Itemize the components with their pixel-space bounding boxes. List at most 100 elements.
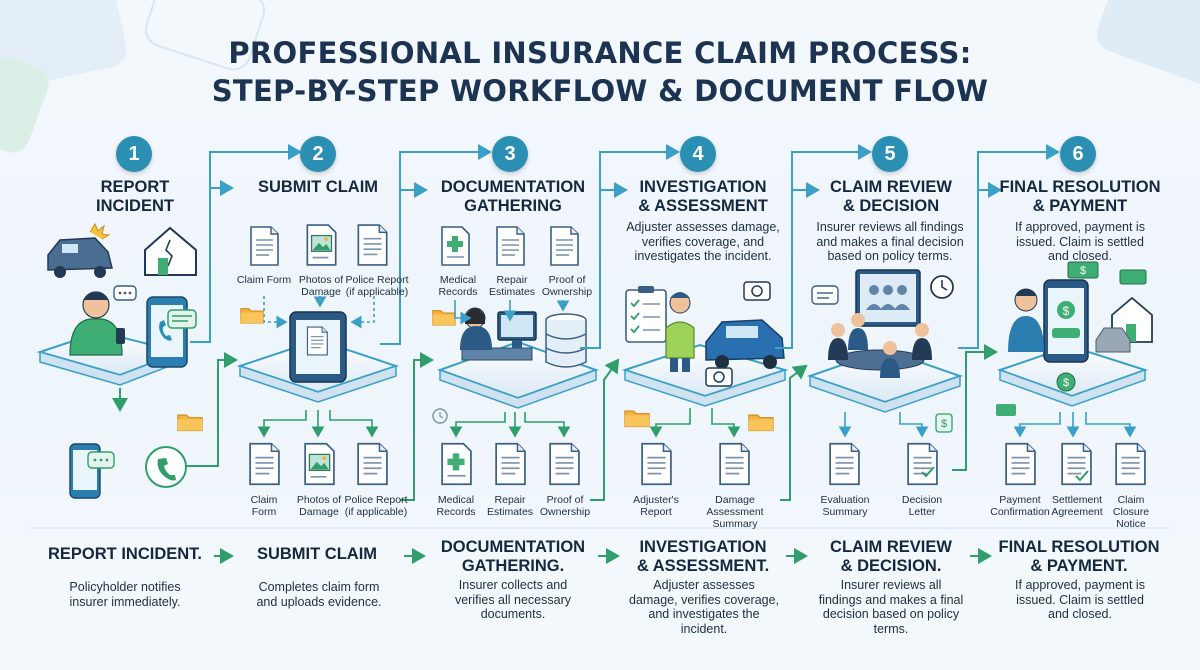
step-2-number: 2 xyxy=(300,136,336,172)
database-icon xyxy=(545,313,587,368)
step-2-heading: SUBMIT CLAIM xyxy=(257,178,379,196)
step-3-lower-doc-label-ownership: Proof of Ownership xyxy=(539,494,591,518)
step4-lower-docs xyxy=(641,442,750,486)
step4-output-lines xyxy=(649,408,741,438)
payee-person-icon xyxy=(1008,288,1044,352)
step-6-lower-doc-label-settlement: Settlement Agreement xyxy=(1051,494,1103,518)
step2-lower-docs xyxy=(249,442,388,486)
step-3-bottom-description: Insurer collects and verifies all necess… xyxy=(454,578,571,621)
meeting-table-people-icon xyxy=(828,313,932,378)
svg-text:$: $ xyxy=(941,418,947,430)
step-2-upper-doc-label-police-report: Police Report (if applicable) xyxy=(345,274,409,298)
step5-lower-docs xyxy=(829,442,938,486)
folder-icon xyxy=(748,414,774,432)
step2-doc-flow-lines xyxy=(263,296,375,329)
cash-bill-icon: $ xyxy=(1067,261,1147,285)
meeting-screen-icon xyxy=(855,269,921,327)
step-5-bottom-description: Insurer reviews all findings and makes a… xyxy=(818,578,964,636)
policyholder-person-icon xyxy=(69,291,125,356)
chat-bubble-icon-2 xyxy=(811,285,839,305)
step-2-bottom-heading: SUBMIT CLAIM xyxy=(256,545,378,563)
step-4-bottom-heading: INVESTIGATION & ASSESSMENT. xyxy=(636,538,770,575)
step-3-heading: DOCUMENTATION GATHERING xyxy=(440,178,586,215)
step-3-lower-doc-label-medical: Medical Records xyxy=(436,494,476,518)
top-flow-connectors xyxy=(190,144,1060,349)
cash-bill-icon-2 xyxy=(996,404,1016,416)
step-5-heading: CLAIM REVIEW & DECISION xyxy=(830,178,952,215)
coin-dollar-icon: $ xyxy=(1056,372,1076,392)
step3-doc-flow-lines xyxy=(454,300,570,325)
step5-output-lines xyxy=(838,412,929,438)
car-icon xyxy=(705,319,785,369)
step3-output-lines xyxy=(449,412,571,438)
step-1-heading: REPORT INCIDENT xyxy=(96,178,174,215)
step-2-lower-doc-label-claim-form: Claim Form xyxy=(250,494,278,518)
phone-handset-icon xyxy=(145,446,187,488)
parked-car-icon xyxy=(1095,327,1131,353)
step-6-lower-doc-label-payment: Payment Confirmation xyxy=(990,494,1050,518)
step-2-lower-doc-label-police-report: Police Report (if applicable) xyxy=(344,494,408,518)
clock-icon-small xyxy=(432,408,448,424)
step-5-lower-doc-label-decision: Decision Letter xyxy=(901,494,943,518)
folder-icon xyxy=(432,310,456,326)
step-1-bottom-description: Policyholder notifies insurer immediatel… xyxy=(69,580,181,609)
step-2-upper-doc-label-claim-form: Claim Form xyxy=(236,274,292,286)
adjuster-person-icon xyxy=(665,292,695,372)
step-4-subtext: Adjuster assesses damage, verifies cover… xyxy=(626,220,780,263)
step3-lower-docs xyxy=(441,442,580,486)
camera-icon xyxy=(743,281,771,301)
chat-bubble-icon xyxy=(113,285,137,301)
checklist-clipboard-icon xyxy=(625,286,667,343)
smartphone-call-icon xyxy=(146,296,197,368)
title-line-2: STEP-BY-STEP WORKFLOW & DOCUMENT FLOW xyxy=(211,74,989,108)
folder-icon xyxy=(240,308,264,324)
step-3-upper-doc-label-ownership: Proof of Ownership xyxy=(541,274,593,298)
phone-chat-icon xyxy=(69,443,115,499)
step-3-bottom-heading: DOCUMENTATION GATHERING. xyxy=(440,538,586,575)
svg-text:$: $ xyxy=(1080,265,1086,277)
step-3-upper-doc-label-medical: Medical Records xyxy=(438,274,478,298)
svg-text:$: $ xyxy=(1063,377,1069,389)
step-2-upper-doc-label-photos: Photos of Damage xyxy=(298,274,344,298)
payment-phone-icon: $ xyxy=(1043,279,1089,363)
page-title: PROFESSIONAL INSURANCE CLAIM PROCESS: ST… xyxy=(0,34,1200,110)
step3-upper-docs xyxy=(441,226,579,266)
step-5-lower-doc-label-evaluation: Evaluation Summary xyxy=(820,494,870,518)
step-5-subtext: Insurer reviews all findings and makes a… xyxy=(816,220,964,263)
step-4-heading: INVESTIGATION & ASSESSMENT xyxy=(638,178,768,215)
step-1-number: 1 xyxy=(116,136,152,172)
clock-icon xyxy=(930,275,954,299)
tablet-icon xyxy=(289,311,347,383)
step-4-lower-doc-label-summary: Damage Assessment Summary xyxy=(706,494,764,530)
lower-flow-connectors xyxy=(112,344,998,501)
step-5-number: 5 xyxy=(872,136,908,172)
step-4-number: 4 xyxy=(680,136,716,172)
step-6-lower-doc-label-closure: Claim Closure Notice xyxy=(1112,494,1150,530)
folder-icon xyxy=(624,410,650,428)
step-5-bottom-heading: CLAIM REVIEW & DECISION. xyxy=(830,538,952,575)
folder-icon xyxy=(177,414,203,432)
step6-output-lines xyxy=(1013,412,1137,438)
step-3-upper-doc-label-repair: Repair Estimates xyxy=(488,274,536,298)
damaged-house-icon xyxy=(144,226,197,276)
step-4-bottom-description: Adjuster assesses damage, verifies cover… xyxy=(628,578,780,636)
step-2-bottom-description: Completes claim form and uploads evidenc… xyxy=(256,580,382,609)
step2-upper-docs xyxy=(250,224,388,266)
step-6-bottom-heading: FINAL RESOLUTION & PAYMENT. xyxy=(998,538,1160,575)
crashed-car-icon xyxy=(47,222,113,278)
step-3-lower-doc-label-repair: Repair Estimates xyxy=(486,494,534,518)
svg-text:$: $ xyxy=(1063,304,1070,318)
step-3-number: 3 xyxy=(492,136,528,172)
step-6-heading: FINAL RESOLUTION & PAYMENT xyxy=(999,178,1161,215)
step-6-number: 6 xyxy=(1060,136,1096,172)
money-coin-icon: $ xyxy=(935,413,953,433)
step6-lower-docs xyxy=(1005,442,1146,486)
step-6-subtext: If approved, payment is issued. Claim is… xyxy=(1015,220,1145,263)
step-2-lower-doc-label-photos: Photos of Damage xyxy=(296,494,342,518)
step-4-lower-doc-label-report: Adjuster's Report xyxy=(633,494,679,518)
step2-output-lines xyxy=(257,410,379,438)
title-line-1: PROFESSIONAL INSURANCE CLAIM PROCESS: xyxy=(228,36,972,70)
office-worker-desk-icon xyxy=(460,307,537,361)
step-6-bottom-description: If approved, payment is issued. Claim is… xyxy=(1015,578,1145,621)
